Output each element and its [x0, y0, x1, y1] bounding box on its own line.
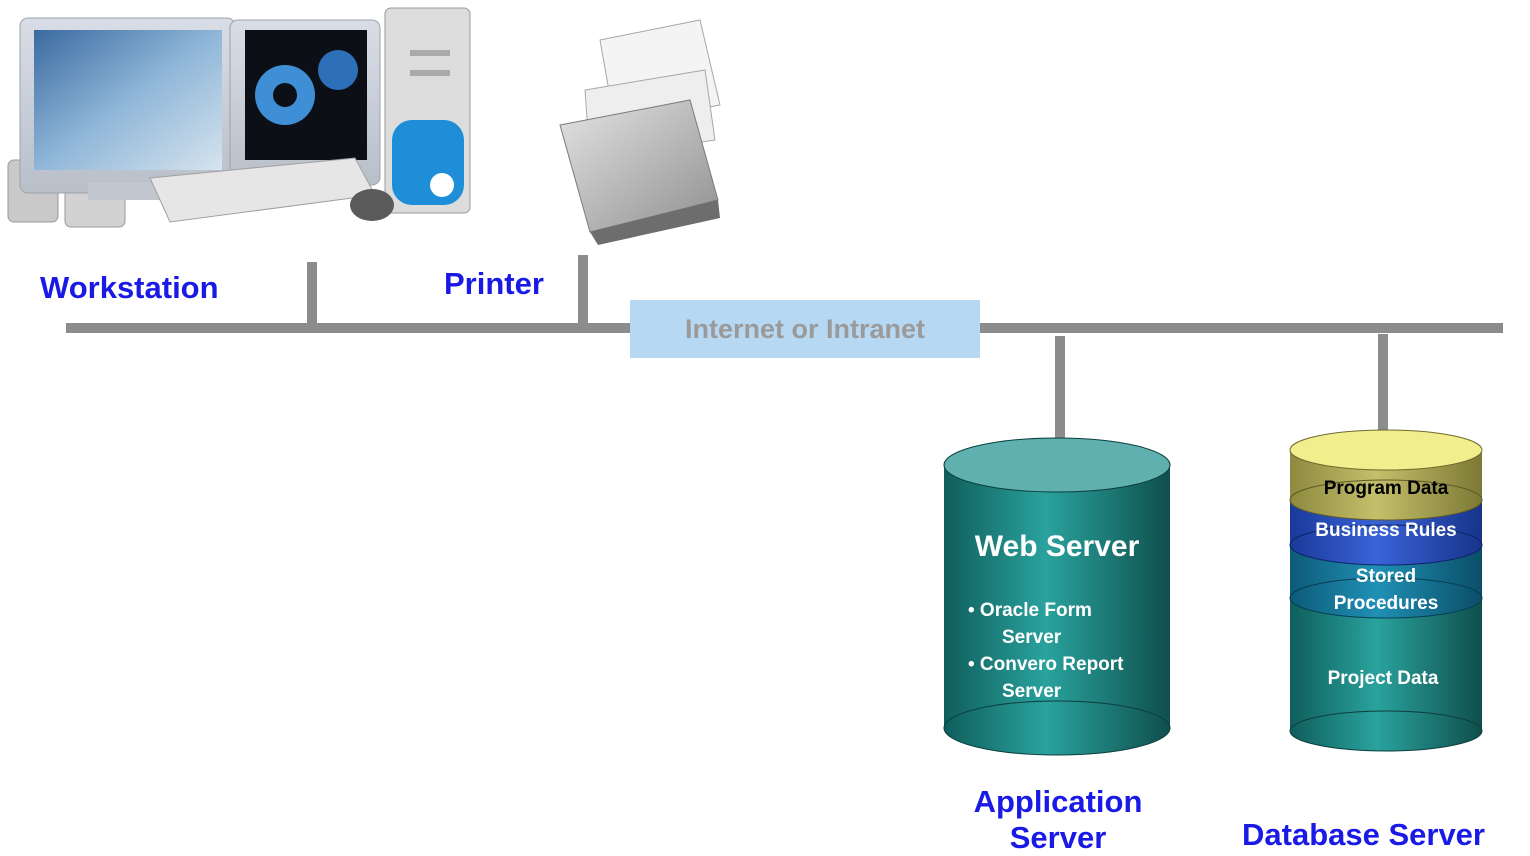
db-layer-stored-procedures-line1: Stored: [1355, 566, 1417, 587]
workstation-computer-icon: [7, 7, 471, 228]
web-server-cylinder: [943, 437, 1171, 756]
application-server-label-line2: Server: [1009, 820, 1107, 855]
component-item: • Convero Report: [968, 654, 1124, 675]
network-label-box: Internet or Intranet: [630, 300, 980, 358]
component-item-cont: Server: [1002, 681, 1062, 702]
db-layer-stored-procedures: Stored Procedures: [1290, 563, 1482, 617]
web-server-title: Web Server: [974, 530, 1140, 563]
application-server-label: Application Server: [945, 784, 1171, 856]
web-server-components: • Oracle Form Server • Convero Report Se…: [968, 597, 1124, 705]
application-server-label-line1: Application: [973, 784, 1143, 819]
db-layer-stored-procedures-line2: Procedures: [1333, 593, 1439, 614]
db-layer-project-data: Project Data: [1327, 668, 1439, 689]
db-layer-business-rules: Business Rules: [1315, 520, 1457, 541]
printer-icon: [559, 19, 721, 245]
database-server-label: Database Server: [1242, 817, 1485, 852]
component-item: • Oracle Form: [968, 600, 1092, 621]
workstation-label: Workstation: [40, 270, 219, 305]
database-cylinder: [1289, 429, 1483, 752]
component-item-cont: Server: [1002, 627, 1062, 648]
printer-label: Printer: [444, 266, 544, 301]
db-layer-program-data: Program Data: [1323, 478, 1449, 499]
network-label: Internet or Intranet: [684, 313, 926, 344]
